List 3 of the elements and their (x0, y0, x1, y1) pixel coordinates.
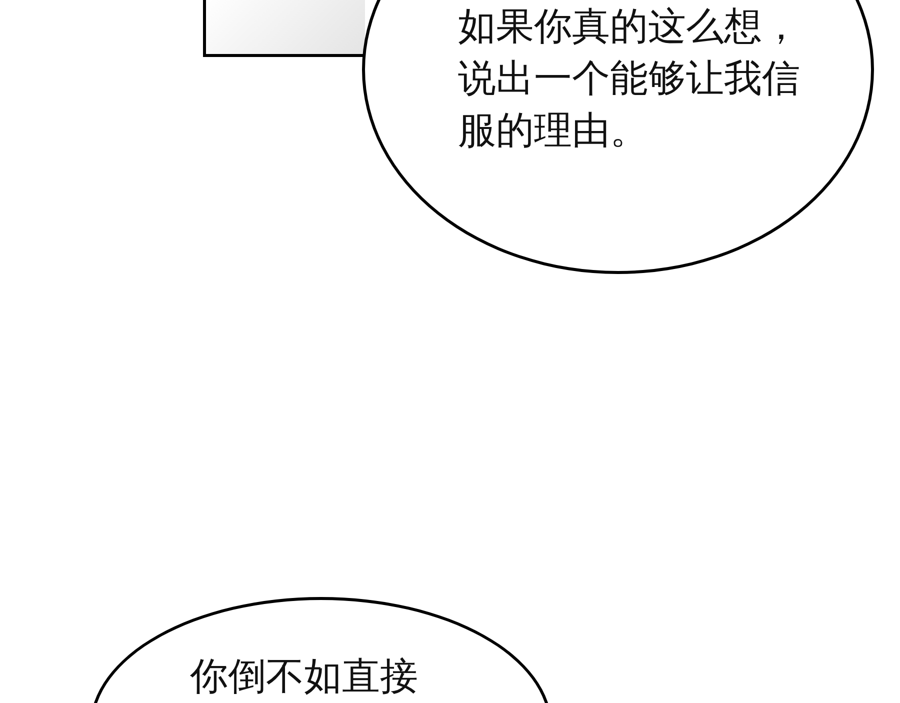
speech-text: 如果你真的这么想，说出一个能够让我信服的理由。 (458, 3, 801, 154)
caption-box (203, 0, 365, 57)
speech-text: 你倒不如直接 (190, 656, 419, 696)
